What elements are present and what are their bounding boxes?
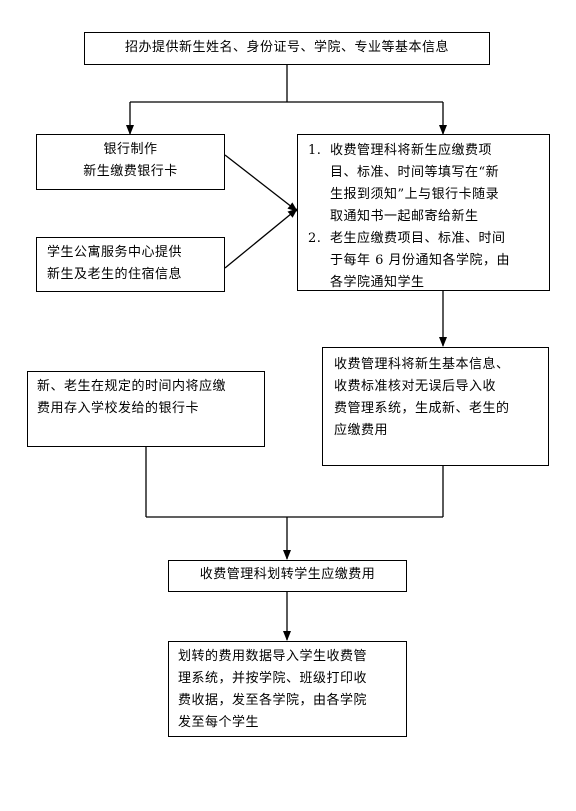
box-system-import: 收费管理科将新生基本信息、 收费标准核对无误后导入收 费管理系统，生成新、老生的… [322,347,549,466]
box-fee-transfer: 收费管理科划转学生应缴费用 [168,560,407,592]
mgmt-item-1-line-3: 生报到须知”上与银行卡随录 [330,187,500,202]
connector-dorm-to-mgmt [224,208,298,269]
mgmt-item-1-number: 1. [308,143,322,158]
box-system-import-line-2: 收费标准核对无误后导入收 [334,379,497,394]
mgmt-item-1: 1. 收费管理科将新生应缴费项 目、标准、时间等填写在“新 生报到须知”上与银行卡… [308,140,545,228]
mgmt-item-1-line-1: 收费管理科将新生应缴费项 [330,143,493,158]
box-fee-management: 1. 收费管理科将新生应缴费项 目、标准、时间等填写在“新 生报到须知”上与银行卡… [297,134,550,291]
mgmt-item-2-number: 2. [308,231,322,246]
box-student-deposit-line-2: 费用存入学校发给的银行卡 [37,401,200,416]
box-bank-card-line-2: 新生缴费银行卡 [83,164,178,179]
mgmt-item-2-line-1: 老生应缴费项目、标准、时间 [330,231,506,246]
connector-bank-to-mgmt [224,154,298,212]
mgmt-item-2-line-3: 各学院通知学生 [330,275,425,290]
mgmt-item-1-line-2: 目、标准、时间等填写在“新 [330,165,500,180]
box-system-import-line-4: 应缴费用 [334,423,389,438]
mgmt-item-2-line-2: 于每年 6 月份通知各学院，由 [330,253,511,268]
box-receipt-printing-line-1: 划转的费用数据导入学生收费管 [178,649,368,664]
mgmt-item-2: 2. 老生应缴费项目、标准、时间 于每年 6 月份通知各学院，由 各学院通知学生 [308,228,545,294]
box-dorm-info-line-1: 学生公寓服务中心提供 [47,245,183,260]
box-system-import-line-3: 费管理系统，生成新、老生的 [334,401,510,416]
box-receipt-printing: 划转的费用数据导入学生收费管 理系统，并按学院、班级打印收 费收据，发至各学院，… [168,641,407,737]
box-dorm-info: 学生公寓服务中心提供 新生及老生的住宿信息 [36,237,225,292]
box-admissions-info: 招办提供新生姓名、身份证号、学院、专业等基本信息 [84,32,490,65]
box-bank-card-line-1: 银行制作 [103,142,158,157]
box-receipt-printing-line-4: 发至每个学生 [178,715,260,730]
box-dorm-info-line-2: 新生及老生的住宿信息 [47,267,183,282]
box-student-deposit-line-1: 新、老生在规定的时间内将应缴 [37,379,227,394]
box-student-deposit: 新、老生在规定的时间内将应缴 费用存入学校发给的银行卡 [27,371,265,447]
box-receipt-printing-line-3: 费收据，发至各学院，由各学院 [178,693,368,708]
box-system-import-line-1: 收费管理科将新生基本信息、 [334,357,510,372]
box-bank-card: 银行制作 新生缴费银行卡 [36,134,225,190]
mgmt-item-1-line-4: 取通知书一起邮寄给新生 [330,209,479,224]
box-fee-transfer-text: 收费管理科划转学生应缴费用 [199,567,376,582]
box-admissions-info-text: 招办提供新生姓名、身份证号、学院、专业等基本信息 [124,40,449,55]
box-receipt-printing-line-2: 理系统，并按学院、班级打印收 [178,671,368,686]
